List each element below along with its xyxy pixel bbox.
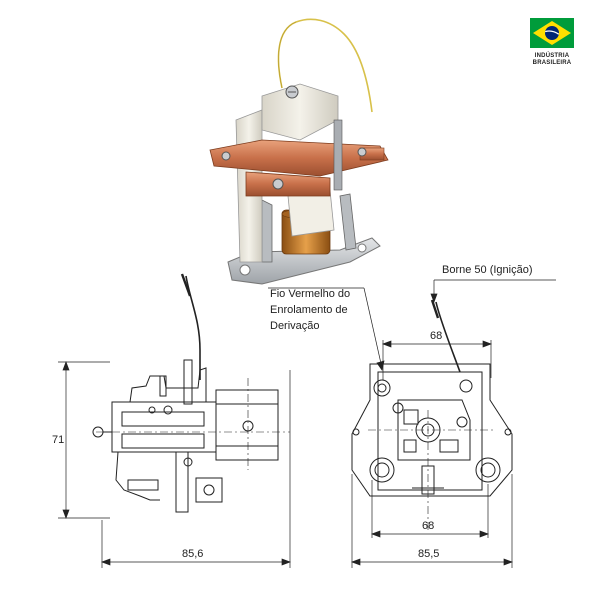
dim-front-bottom-outer: 85,5 [418, 548, 440, 560]
leader-lines [268, 279, 556, 371]
badge-line-2: BRASILEIRA [532, 60, 572, 66]
side-view-drawing [92, 273, 290, 513]
brazil-flag-icon [530, 18, 574, 48]
callout-borne-50: Borne 50 (Ignição) [442, 264, 533, 276]
callout-fio-line-1: Fio Vermelho do [270, 288, 351, 300]
callout-fio-line-2: Enrolamento de [270, 304, 348, 316]
callout-fio-vermelho: Fio Vermelho do Enrolamento de Derivação [270, 286, 350, 334]
product-photo [209, 18, 389, 285]
front-view-drawing [351, 299, 513, 530]
dim-front-top-width: 68 [430, 330, 443, 342]
dim-side-width: 85,6 [182, 548, 204, 560]
side-view-dimensions [58, 361, 291, 568]
made-in-brazil-badge: INDÚSTRIA BRASILEIRA [528, 18, 576, 67]
badge-line-1: INDÚSTRIA [534, 53, 570, 59]
dim-front-bottom-inner: 68 [422, 520, 435, 532]
callout-fio-line-3: Derivação [270, 320, 320, 332]
dim-side-height: 71 [52, 434, 65, 446]
front-view-dimensions [351, 340, 513, 568]
